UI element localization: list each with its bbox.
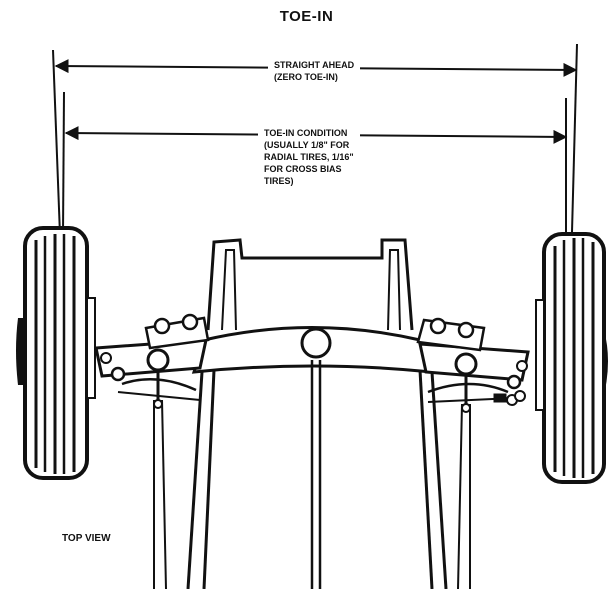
toe-in-condition-label-line: TIRES) bbox=[264, 176, 294, 186]
toe-in-condition-label-line: FOR CROSS BIAS bbox=[264, 164, 342, 174]
toe-in-condition-label-line: RADIAL TIRES, 1/16" bbox=[264, 152, 354, 162]
view-label: TOP VIEW bbox=[62, 533, 111, 544]
left-tire-reference-line-outer bbox=[52, 49, 61, 236]
straight-ahead-label-line: STRAIGHT AHEAD bbox=[274, 60, 355, 70]
diagram-title: TOE-IN bbox=[279, 8, 334, 25]
toe-in-condition-label: TOE-IN CONDITION (USUALLY 1/8" FOR RADIA… bbox=[258, 127, 360, 187]
toe-in-condition-label-line: TOE-IN CONDITION bbox=[264, 128, 348, 138]
frame-rails bbox=[186, 360, 448, 589]
toe-in-condition-label-line: (USUALLY 1/8" FOR bbox=[264, 140, 350, 150]
right-suspension bbox=[416, 317, 530, 589]
right-tire bbox=[535, 232, 608, 484]
right-tire-reference-line-outer bbox=[571, 43, 578, 233]
frame-front-hoop bbox=[206, 238, 414, 331]
left-tire bbox=[16, 226, 96, 480]
left-tire-reference-line-inner bbox=[62, 91, 65, 236]
left-suspension bbox=[94, 313, 210, 589]
frame-crossmember bbox=[191, 326, 435, 374]
straight-ahead-label: STRAIGHT AHEAD (ZERO TOE-IN) bbox=[268, 59, 361, 83]
crossmember-center-hole bbox=[300, 327, 332, 359]
straight-ahead-label-line: (ZERO TOE-IN) bbox=[274, 72, 338, 82]
